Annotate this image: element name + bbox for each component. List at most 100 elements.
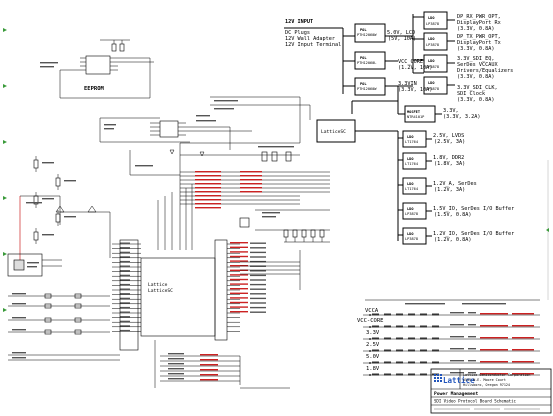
- lattice-logo: Lattice: [434, 374, 475, 385]
- decoupling-capacitor: [420, 373, 427, 376]
- input-source: 12V Wall Adapter: [285, 36, 335, 42]
- decoupling-capacitor: [408, 361, 415, 364]
- pin-label: [250, 283, 266, 286]
- ldo-spec: (1.2V, 0.8A): [434, 237, 471, 243]
- ldo-rail: 2.5V, LVDS: [433, 133, 464, 139]
- oscillator-box: [7, 253, 43, 277]
- pin-label: [250, 260, 266, 263]
- fpga-chip: [140, 257, 216, 337]
- pin-label: [196, 120, 216, 122]
- pin-label: [168, 363, 184, 365]
- pin-label: [168, 353, 184, 355]
- net-label: [195, 199, 221, 201]
- ldo-part: LP3878: [405, 212, 418, 216]
- pin-label: [120, 279, 130, 281]
- pin-label: [120, 329, 130, 332]
- net-label: [200, 364, 218, 366]
- net-label: [240, 187, 262, 189]
- ldo-spec: (1.5V, 0.8A): [434, 212, 471, 218]
- net-label: [240, 175, 262, 177]
- decoupling-capacitor: [384, 373, 391, 376]
- oscillator-chip: [13, 259, 25, 271]
- pin-label: [214, 100, 238, 102]
- capacitor: [239, 217, 250, 228]
- net-label: [480, 373, 508, 375]
- decoupling-capacitor: [384, 349, 391, 352]
- pol-spec: (3.3V, 10A): [398, 87, 432, 93]
- ground-icon: [169, 149, 175, 155]
- net-label: [230, 251, 248, 253]
- pin-label: [120, 297, 130, 300]
- net-label: [480, 361, 508, 363]
- pol-part: PTH12060W: [357, 87, 377, 91]
- decoupling-capacitor: [372, 373, 379, 376]
- fpga-pin-block: [119, 239, 139, 351]
- ldo-desc: DisplayPort Rx: [457, 20, 501, 26]
- pin-label: [468, 312, 476, 314]
- decoupling-capacitor: [432, 313, 439, 316]
- net-junction: [369, 314, 371, 316]
- pin-label: [405, 303, 445, 305]
- pin-label: [40, 66, 54, 68]
- pol-part: PTH12060W: [357, 33, 377, 37]
- pol-type: POL: [360, 56, 367, 60]
- decoupling-capacitor: [372, 361, 379, 364]
- net-label: [200, 374, 218, 376]
- resistor: [74, 329, 82, 335]
- sheet-title: Power Management: [434, 391, 478, 397]
- resistor: [74, 293, 82, 299]
- resistor: [55, 213, 61, 223]
- rail-label-vcca: VCCA: [365, 308, 379, 314]
- decoupling-capacitor: [408, 337, 415, 340]
- pin-label: [450, 324, 464, 326]
- pin-label: [27, 266, 37, 268]
- decoupling-capacitor: [396, 373, 403, 376]
- ldo-type: LDO: [428, 59, 435, 63]
- ground-icon: [199, 151, 205, 157]
- pin-label: [120, 320, 130, 323]
- pin-label: [120, 288, 130, 290]
- resistor: [44, 329, 52, 335]
- pin-label: [120, 325, 130, 327]
- net-label: [230, 311, 248, 313]
- ldo-type: LDO: [428, 81, 435, 85]
- pin-label: [120, 316, 130, 318]
- schematic-wiring: [3, 28, 549, 389]
- pol-rail: 5.0V, LCD: [387, 30, 415, 36]
- title-block: Lattice Lattice Semiconductor Corporatio…: [430, 368, 552, 414]
- pin-label: [12, 317, 26, 319]
- net-label: [230, 274, 248, 276]
- ldo-part: LP3878: [426, 87, 439, 91]
- pin-label: [120, 242, 130, 244]
- ldo-type: LDO: [428, 37, 435, 41]
- pin-label: [120, 306, 130, 309]
- net-label: [230, 260, 248, 262]
- pin-label: [250, 274, 266, 277]
- net-label: [240, 183, 262, 185]
- pin-label: [250, 293, 266, 295]
- ldo-part: LP3878: [426, 65, 439, 69]
- decoupling-capacitor: [396, 337, 403, 340]
- net-label: [512, 325, 534, 327]
- pin-label: [12, 357, 26, 359]
- ldo-spec: (1.8V, 3A): [434, 161, 465, 167]
- pin-label: [250, 279, 266, 281]
- net-label: [512, 361, 534, 363]
- pol-type: POL: [360, 28, 367, 32]
- net-label: [195, 175, 221, 177]
- ldo-type: LDO: [407, 135, 414, 139]
- logo-text: Lattice: [443, 376, 475, 385]
- resistor: [111, 43, 117, 52]
- decoupling-capacitor: [420, 337, 427, 340]
- pin-label: [120, 251, 130, 254]
- pin-label: [104, 124, 116, 126]
- decoupling-capacitor: [384, 325, 391, 328]
- net-label: [195, 179, 221, 181]
- pin-label: [12, 293, 26, 295]
- company-line: 5555 N.E. Moore Court: [463, 378, 506, 382]
- decoupling-capacitor: [372, 337, 379, 340]
- rail-label-1v8: 1.8V: [366, 366, 380, 372]
- page-connector-icon: [3, 84, 7, 88]
- pin-label: [468, 336, 476, 338]
- net-junction: [369, 350, 371, 352]
